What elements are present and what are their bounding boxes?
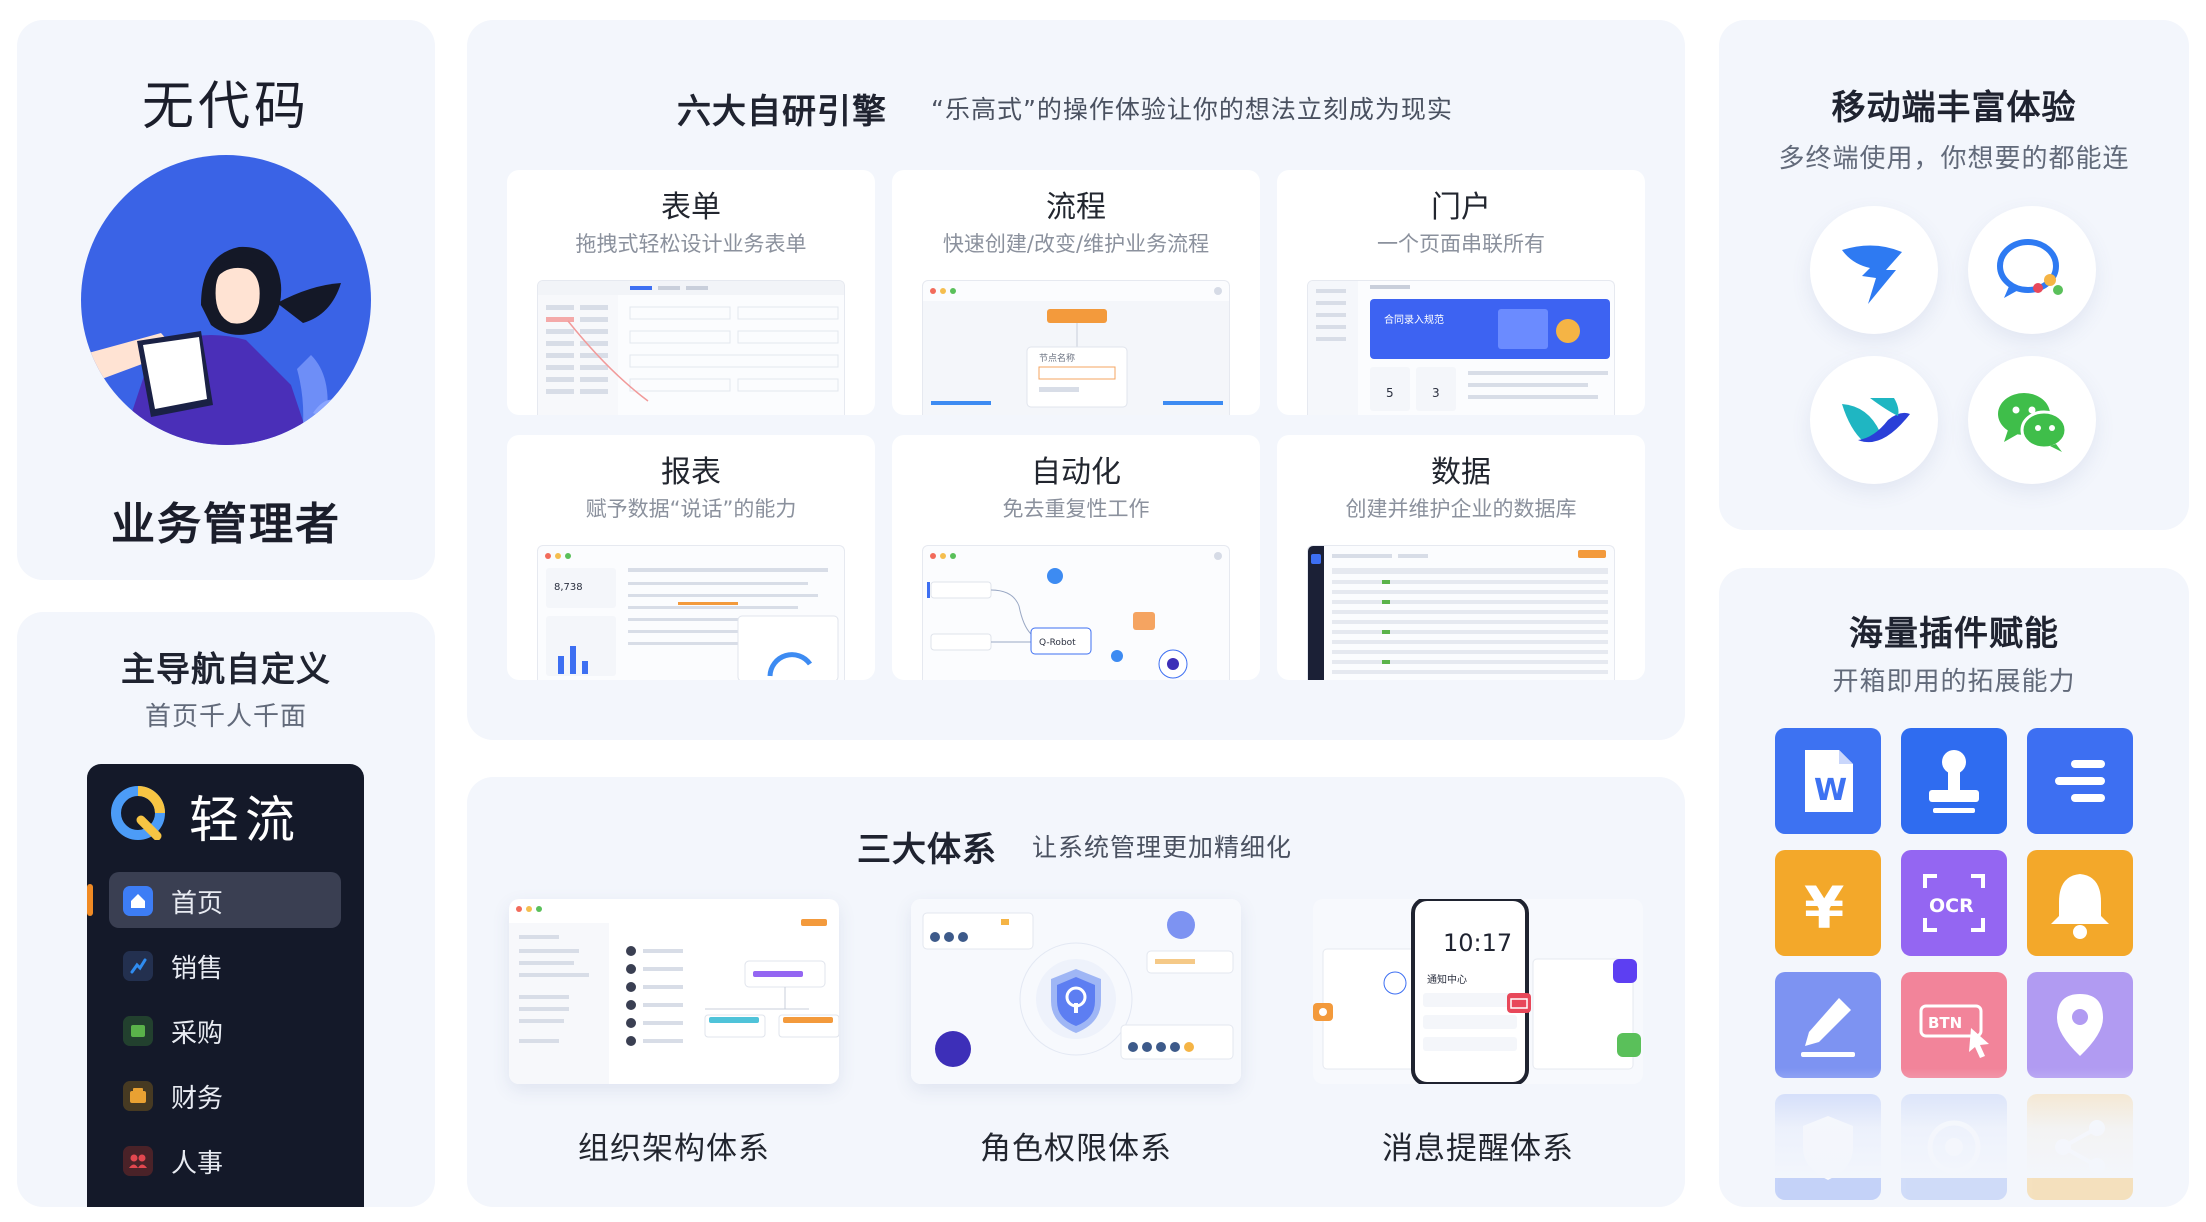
location-icon[interactable] bbox=[2027, 972, 2133, 1078]
engine-desc: 创建并维护企业的数据库 bbox=[1345, 497, 1577, 521]
report-thumbnail: 8,738 bbox=[537, 545, 845, 680]
engine-card-process[interactable]: 流程 快速创建/改变/维护业务流程 节点名称 bbox=[892, 170, 1260, 415]
system-label: 角色权限体系 bbox=[980, 1131, 1172, 1167]
engine-desc: 一个页面串联所有 bbox=[1377, 232, 1545, 256]
app-name: 轻流 bbox=[189, 791, 301, 849]
engine-title: 流程 bbox=[1046, 190, 1106, 225]
plugins-card-title: 海量插件赋能 bbox=[1849, 614, 2059, 654]
word-letter: W bbox=[1814, 773, 1847, 808]
nav-card-title: 主导航自定义 bbox=[121, 650, 331, 690]
wechat-icon[interactable] bbox=[1968, 356, 2096, 484]
nav-item-home[interactable]: 首页 bbox=[87, 872, 341, 928]
nav-item-label: 财务 bbox=[171, 1084, 224, 1114]
form-designer-thumbnail bbox=[537, 280, 845, 415]
nav-item-purchase[interactable]: 采购 bbox=[109, 1002, 341, 1058]
engine-card-automation[interactable]: 自动化 免去重复性工作 Q-Robot bbox=[892, 435, 1260, 680]
mobile-card: 移动端丰富体验 多终端使用，你想要的都能连 bbox=[1719, 20, 2189, 530]
nav-item-label: 采购 bbox=[171, 1019, 224, 1049]
robot-node-text: Q-Robot bbox=[1039, 638, 1076, 648]
mobile-card-subtitle: 多终端使用，你想要的都能连 bbox=[1778, 144, 2130, 174]
wallet-icon bbox=[123, 1081, 153, 1111]
pen-icon[interactable] bbox=[1775, 972, 1881, 1078]
engine-desc: 免去重复性工作 bbox=[1002, 497, 1150, 521]
engines-tagline: “乐高式”的操作体验让你的想法立刻成为现实 bbox=[931, 95, 1453, 124]
systems-card: 三大体系 让系统管理更加精细化 bbox=[467, 777, 1685, 1207]
cart-icon bbox=[123, 1016, 153, 1046]
active-marker bbox=[87, 884, 93, 916]
portal-banner-text: 合同录入规范 bbox=[1384, 313, 1444, 326]
ocr-text: OCR bbox=[1929, 895, 1974, 917]
app-sidebar-preview: 轻流 首页 销售 采购 财务 bbox=[87, 764, 364, 1207]
nav-item-label: 首页 bbox=[171, 889, 224, 919]
qingliu-chat-icon[interactable] bbox=[1968, 206, 2096, 334]
mobile-card-title: 移动端丰富体验 bbox=[1831, 88, 2077, 128]
flow-node-text: 节点名称 bbox=[1039, 352, 1075, 364]
plugins-card: 海量插件赋能 开箱即用的拓展能力 W ¥ OCR bbox=[1719, 568, 2189, 1207]
btn-icon[interactable]: BTN bbox=[1901, 972, 2007, 1078]
no-code-title: 无代码 bbox=[141, 77, 310, 137]
ocr-icon[interactable]: OCR bbox=[1901, 850, 2007, 956]
phone-caption: 通知中心 bbox=[1427, 973, 1467, 986]
engine-title: 门户 bbox=[1431, 190, 1491, 225]
report-kpi-value: 8,738 bbox=[554, 582, 583, 593]
chart-icon bbox=[123, 951, 153, 981]
org-structure-thumbnail bbox=[509, 899, 839, 1084]
systems-tagline: 让系统管理更加精细化 bbox=[1032, 833, 1293, 862]
btn-text: BTN bbox=[1928, 1014, 1962, 1032]
engine-desc: 快速创建/改变/维护业务流程 bbox=[942, 232, 1210, 256]
system-label: 组织架构体系 bbox=[578, 1131, 770, 1167]
engines-title: 六大自研引擎 bbox=[677, 92, 887, 132]
automation-thumbnail: Q-Robot bbox=[922, 545, 1230, 680]
notification-thumbnail: 10:17 通知中心 bbox=[1313, 899, 1643, 1084]
list-icon[interactable] bbox=[2027, 728, 2133, 834]
engine-card-form[interactable]: 表单 拖拽式轻松设计业务表单 bbox=[507, 170, 875, 415]
nav-item-finance[interactable]: 财务 bbox=[109, 1067, 341, 1123]
engine-desc: 赋予数据“说话”的能力 bbox=[585, 497, 797, 521]
system-label: 消息提醒体系 bbox=[1382, 1131, 1574, 1167]
no-code-card: 无代码 业务管理者 bbox=[17, 20, 435, 580]
systems-title: 三大体系 bbox=[857, 830, 997, 870]
word-icon[interactable]: W bbox=[1775, 728, 1881, 834]
engine-title: 报表 bbox=[661, 455, 721, 490]
portal-stat-2: 3 bbox=[1432, 386, 1440, 400]
role-permission-thumbnail bbox=[911, 899, 1241, 1084]
qingliu-logo-icon bbox=[111, 786, 165, 841]
nav-item-label: 销售 bbox=[171, 954, 224, 984]
engine-card-portal[interactable]: 门户 一个页面串联所有 合同录入规范 5 3 bbox=[1277, 170, 1645, 415]
engine-title: 自动化 bbox=[1031, 455, 1121, 490]
engines-card: 六大自研引擎 “乐高式”的操作体验让你的想法立刻成为现实 表单 拖拽式轻松设计业… bbox=[467, 20, 1685, 740]
manager-avatar bbox=[81, 155, 371, 445]
dingtalk-icon[interactable] bbox=[1810, 206, 1938, 334]
portal-thumbnail: 合同录入规范 5 3 bbox=[1307, 280, 1615, 415]
engine-desc: 拖拽式轻松设计业务表单 bbox=[575, 232, 807, 256]
bell-icon[interactable] bbox=[2027, 850, 2133, 956]
people-icon bbox=[123, 1146, 153, 1176]
nav-item-hr[interactable]: 人事 bbox=[109, 1132, 341, 1188]
portal-stat-1: 5 bbox=[1386, 386, 1394, 400]
engine-title: 表单 bbox=[661, 190, 721, 225]
plugins-card-subtitle: 开箱即用的拓展能力 bbox=[1832, 667, 2076, 697]
data-table-thumbnail bbox=[1307, 545, 1615, 680]
engine-card-report[interactable]: 报表 赋予数据“说话”的能力 8,738 bbox=[507, 435, 875, 680]
nav-custom-card: 主导航自定义 首页千人千面 轻流 首页 销售 bbox=[17, 612, 435, 1207]
phone-time: 10:17 bbox=[1443, 929, 1512, 957]
fade-overlay bbox=[1759, 1068, 2159, 1178]
yuan-symbol: ¥ bbox=[1804, 874, 1844, 942]
yuan-icon[interactable]: ¥ bbox=[1775, 850, 1881, 956]
feishu-icon[interactable] bbox=[1810, 356, 1938, 484]
home-icon bbox=[123, 886, 153, 916]
engine-title: 数据 bbox=[1431, 455, 1491, 490]
stamp-icon[interactable] bbox=[1901, 728, 2007, 834]
process-designer-thumbnail: 节点名称 bbox=[922, 280, 1230, 415]
engine-card-data[interactable]: 数据 创建并维护企业的数据库 bbox=[1277, 435, 1645, 680]
nav-item-label: 人事 bbox=[171, 1149, 224, 1179]
role-title: 业务管理者 bbox=[111, 499, 341, 550]
nav-card-subtitle: 首页千人千面 bbox=[144, 702, 307, 732]
nav-item-sales[interactable]: 销售 bbox=[109, 937, 341, 993]
